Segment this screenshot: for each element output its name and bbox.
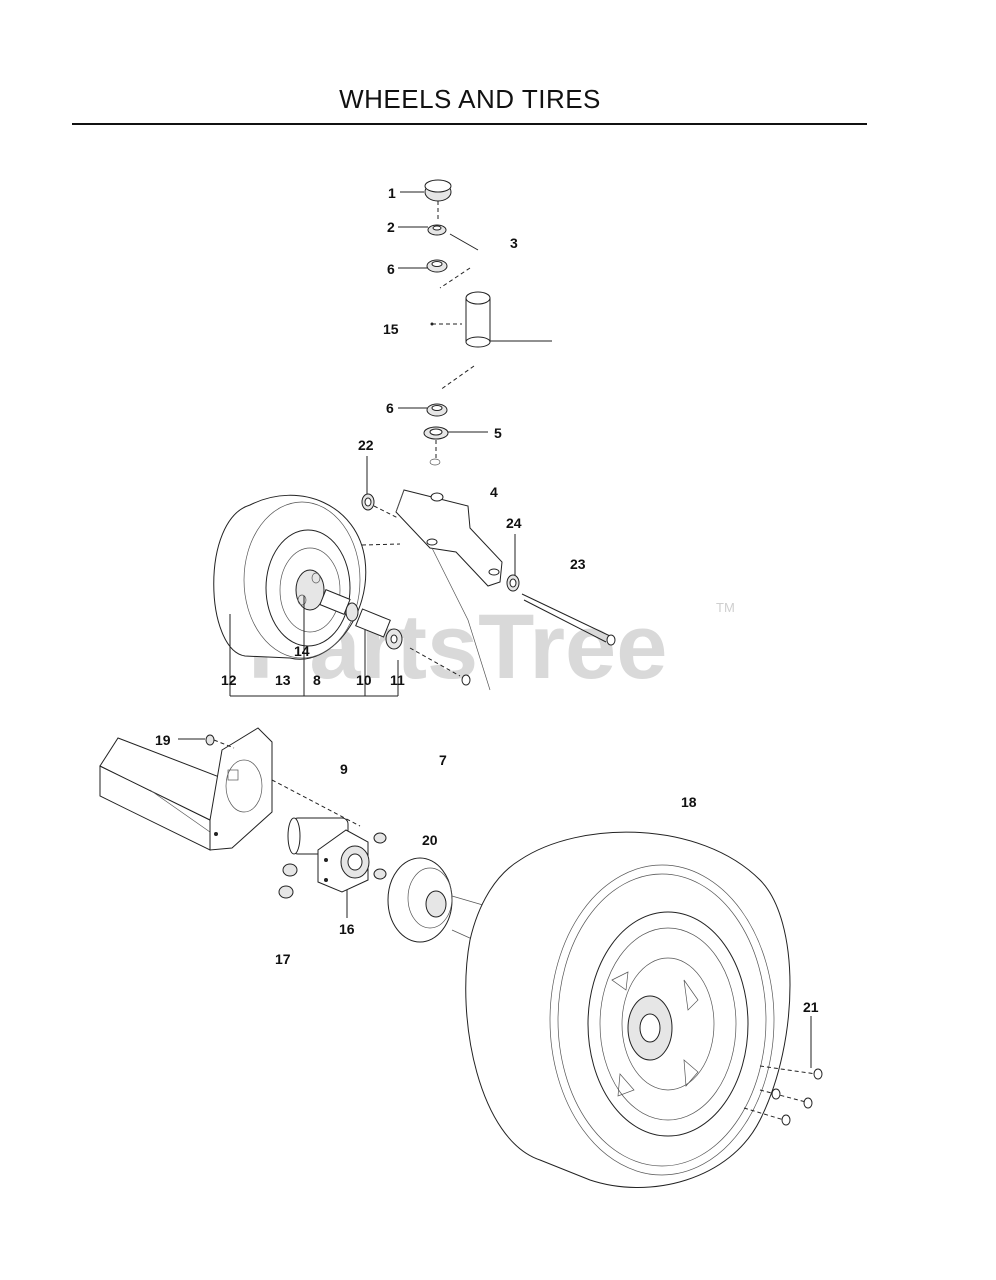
callout-24: 24 <box>506 515 522 531</box>
callout-7: 7 <box>439 752 447 768</box>
wheel-motor <box>278 817 387 899</box>
callout-9: 9 <box>340 761 348 777</box>
watermark-trademark: TM <box>716 600 735 615</box>
callout-14: 14 <box>294 643 310 659</box>
callout-17: 17 <box>275 951 291 967</box>
callout-1: 1 <box>388 185 396 201</box>
callout-11: 11 <box>390 672 405 688</box>
leader-lines <box>178 191 812 1068</box>
part-spacer-left <box>361 493 375 511</box>
callout-12: 12 <box>221 672 237 688</box>
part-caster-fork <box>395 489 503 691</box>
part-spindle-tube <box>430 291 491 348</box>
part-cotter-pin <box>449 233 479 251</box>
callout-6-upper: 6 <box>387 261 395 277</box>
callout-22: 22 <box>358 437 374 453</box>
part-wheel-hub <box>387 857 501 949</box>
part-bearing-upper <box>426 259 448 273</box>
callout-21: 21 <box>803 999 819 1015</box>
callout-10: 10 <box>356 672 372 688</box>
callout-4: 4 <box>490 484 498 500</box>
callout-16: 16 <box>339 921 355 937</box>
callout-15: 15 <box>383 321 399 337</box>
callout-23: 23 <box>570 556 586 572</box>
part-dust-cap <box>424 179 452 202</box>
callout-3: 3 <box>510 235 518 251</box>
title-rule <box>72 123 867 125</box>
callout-2: 2 <box>387 219 395 235</box>
callout-bracket <box>229 596 399 697</box>
callout-20: 20 <box>422 832 438 848</box>
part-wheel-bearing-stack <box>319 589 471 686</box>
part-nut <box>427 224 447 236</box>
callout-8: 8 <box>313 672 321 688</box>
callout-19: 19 <box>155 732 171 748</box>
callout-13: 13 <box>275 672 291 688</box>
callout-5: 5 <box>494 425 502 441</box>
page-title: WHEELS AND TIRES <box>339 84 601 114</box>
part-lug-bolts <box>743 1065 823 1126</box>
part-bearing-lower <box>426 403 448 417</box>
part-frame-bolt <box>205 734 235 749</box>
caster-assembly <box>361 179 616 691</box>
part-spacer-right <box>506 574 520 592</box>
callout-labels: 1 2 3 6 15 6 5 22 4 24 23 14 12 13 8 10 … <box>155 185 819 1015</box>
part-seal <box>423 426 449 440</box>
callout-6-lower: 6 <box>386 400 394 416</box>
drive-wheel <box>465 831 823 1188</box>
callout-18: 18 <box>681 794 697 810</box>
part-axle-bolt <box>521 593 616 646</box>
drive-frame <box>99 727 361 851</box>
caster-wheel <box>213 494 471 686</box>
part-hydraulic-fittings <box>278 832 387 899</box>
